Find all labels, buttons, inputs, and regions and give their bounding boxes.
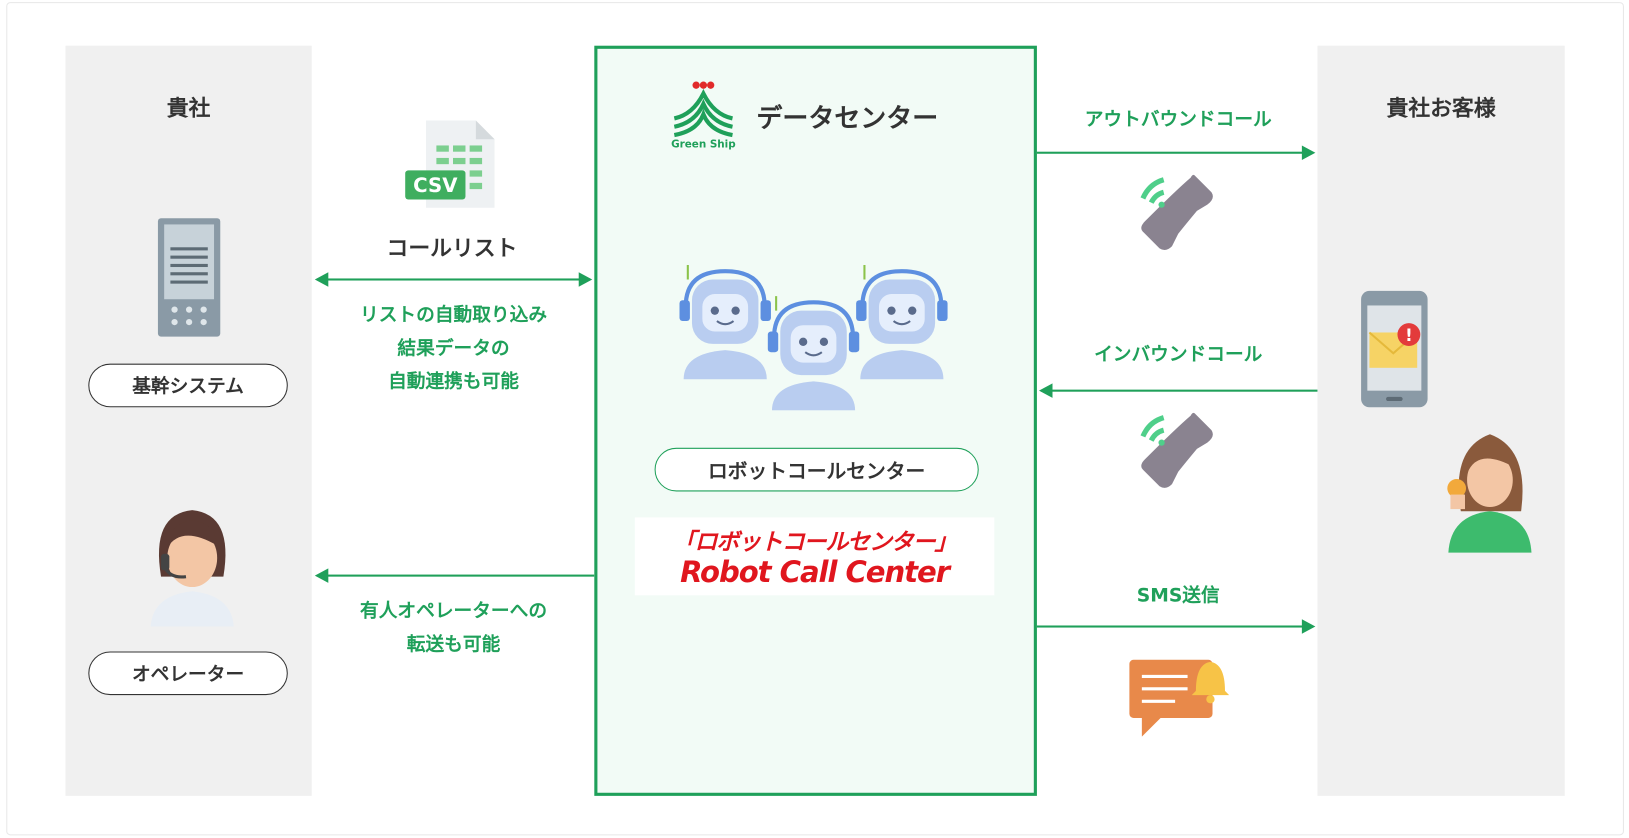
data-center-box xyxy=(594,45,1037,796)
phone-call-icon xyxy=(1140,174,1213,250)
customer-on-phone-icon xyxy=(1447,434,1532,553)
call-list-arrow xyxy=(314,272,593,287)
green-ship-logo: Green Ship xyxy=(671,81,736,150)
outbound-arrow xyxy=(1036,145,1316,161)
customer-title: 貴社お客様 xyxy=(1386,95,1496,121)
data-center-title: データセンター xyxy=(756,102,939,133)
note-line: 自動連携も可能 xyxy=(388,370,519,393)
frame xyxy=(6,2,1624,836)
inbound-arrow xyxy=(1039,383,1318,398)
robot-call-center-brand: 「ロボットコールセンター」 Robot Call Center xyxy=(634,517,995,596)
inbound-label: インバウンドコール xyxy=(1094,343,1263,366)
brand-en: Robot Call Center xyxy=(680,554,950,590)
csv-badge: CSV xyxy=(413,174,458,197)
smartphone-mail-icon: ! xyxy=(1361,290,1428,408)
operator-transfer-arrow xyxy=(314,568,595,583)
operator-transfer-note: 有人オペレーターへの 転送も可能 xyxy=(317,595,590,661)
sms-arrow xyxy=(1036,619,1316,634)
sms-notification-icon xyxy=(1129,659,1230,737)
note-line: 有人オペレーターへの xyxy=(360,600,548,623)
client-title: 貴社 xyxy=(166,95,211,121)
operator-pill: オペレーター xyxy=(88,651,288,696)
note-line: 転送も可能 xyxy=(406,633,501,656)
note-line: 結果データの xyxy=(397,337,510,360)
sms-label: SMS送信 xyxy=(1136,584,1220,607)
brand-jp: 「ロボットコールセンター」 xyxy=(672,529,958,556)
customer-column xyxy=(1317,45,1565,796)
robots-icon xyxy=(679,264,964,410)
operator-icon xyxy=(150,510,234,627)
note-line: リストの自動取り込み xyxy=(360,304,548,327)
server-icon xyxy=(157,218,221,337)
svg-text:!: ! xyxy=(1405,326,1413,345)
svg-text:Green Ship: Green Ship xyxy=(671,139,736,150)
outbound-label: アウトバウンドコール xyxy=(1084,109,1272,131)
system-pill: 基幹システム xyxy=(88,363,288,408)
csv-file-icon: CSV xyxy=(405,120,495,208)
call-list-label: コールリスト xyxy=(386,235,518,261)
robot-call-center-pill: ロボットコールセンター xyxy=(654,447,979,492)
auto-import-note: リストの自動取り込み 結果データの 自動連携も可能 xyxy=(317,299,590,399)
phone-call-icon xyxy=(1140,412,1213,488)
